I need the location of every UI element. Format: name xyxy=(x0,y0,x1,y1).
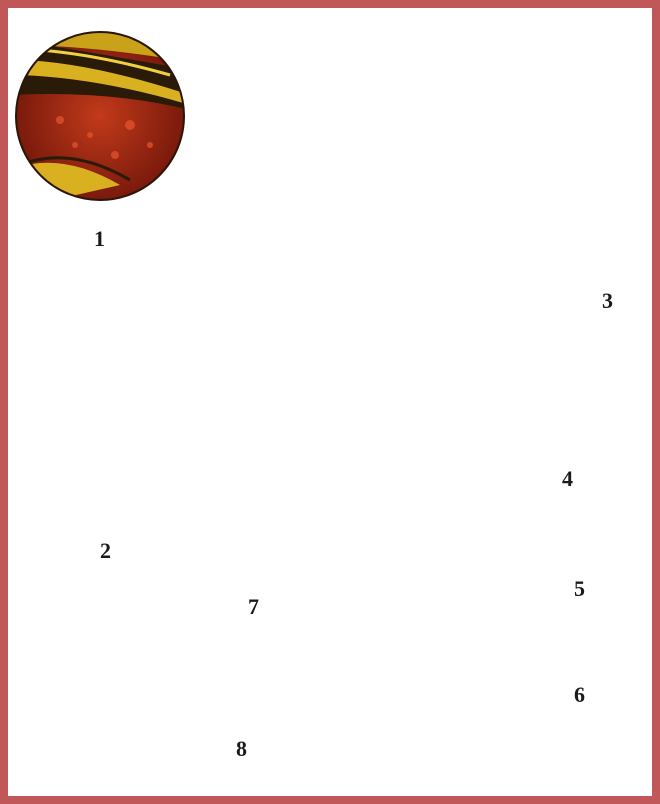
callout-5: 5 xyxy=(574,578,585,600)
diagram-frame: 1 2 3 4 5 6 7 8 xyxy=(8,8,652,796)
callout-7: 7 xyxy=(248,596,259,618)
callout-3: 3 xyxy=(602,290,613,312)
callout-8: 8 xyxy=(236,738,247,760)
inset-2-label: 2 xyxy=(100,540,111,562)
inset-1-circle xyxy=(10,30,190,210)
bone-diagram xyxy=(8,8,652,796)
callout-4: 4 xyxy=(562,468,573,490)
inset-1-label: 1 xyxy=(94,228,105,250)
callout-6: 6 xyxy=(574,684,585,706)
